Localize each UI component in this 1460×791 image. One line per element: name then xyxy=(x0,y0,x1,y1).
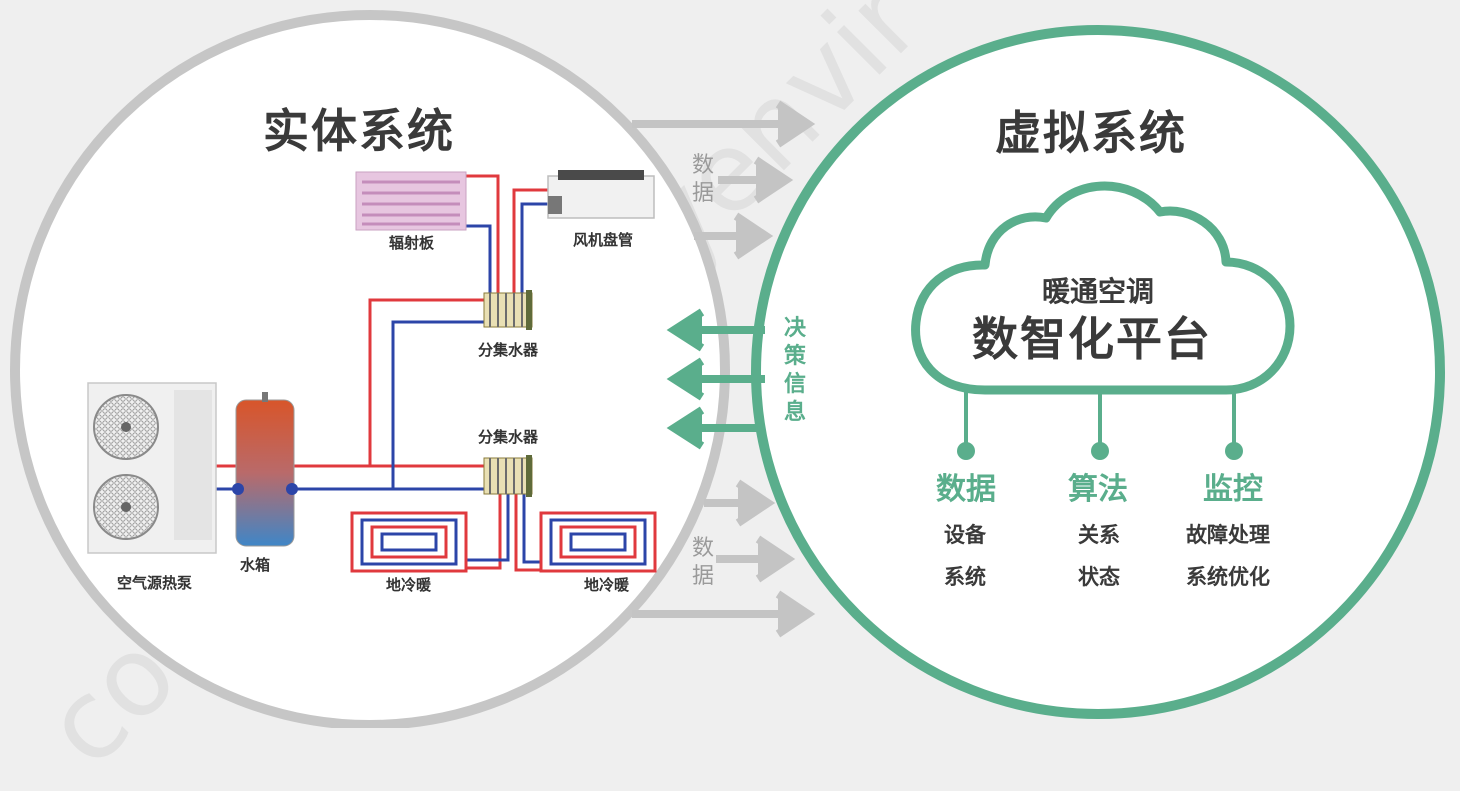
cloud-connectors xyxy=(964,392,1236,446)
floor-heating-label-1: 地冷暖 xyxy=(386,576,432,594)
arrow-right-icon xyxy=(704,479,776,527)
category-algorithm: 算法 xyxy=(1068,472,1128,507)
cloud-main-title: 数智化平台 xyxy=(972,312,1212,366)
arrow-right-icon xyxy=(718,156,794,204)
system-diagram: cosyenvir cosyenvir cosyenvir xyxy=(10,0,1445,791)
fan-coil-icon xyxy=(547,170,655,219)
category-monitoring: 监控 xyxy=(1203,472,1263,507)
category-item: 状态 xyxy=(1078,565,1120,589)
fan-coil-label: 风机盘管 xyxy=(573,231,634,249)
floor-heating-icon xyxy=(539,511,657,573)
heat-pump-label: 空气源热泵 xyxy=(117,574,193,592)
radiant-panel-icon xyxy=(355,171,467,231)
data-flow-bottom-char: 据 xyxy=(692,564,715,589)
data-flow-top-char: 数 xyxy=(692,153,715,178)
cloud-subtitle: 暖通空调 xyxy=(1042,275,1155,308)
decision-info-char: 息 xyxy=(784,400,807,425)
data-flow-bottom-char: 数 xyxy=(692,536,715,561)
category-item: 系统优化 xyxy=(1186,565,1270,589)
decision-info-char: 决 xyxy=(784,316,807,341)
manifold-top-label: 分集水器 xyxy=(478,341,539,359)
category-item: 故障处理 xyxy=(1186,523,1270,547)
manifold-bottom-label: 分集水器 xyxy=(478,428,539,446)
arrow-right-icon xyxy=(694,212,774,260)
decision-info-char: 策 xyxy=(784,344,807,369)
cloud-icon xyxy=(911,181,1295,395)
virtual-system-title: 虚拟系统 xyxy=(995,106,1187,160)
radiant-panel-label: 辐射板 xyxy=(389,234,435,252)
data-flow-top-char: 据 xyxy=(692,181,715,206)
diagram-canvas xyxy=(10,10,1445,728)
category-item: 系统 xyxy=(944,565,986,589)
heat-pump-icon xyxy=(87,382,217,554)
water-tank-label: 水箱 xyxy=(240,556,271,574)
arrow-right-icon xyxy=(632,100,816,148)
connector-dot xyxy=(1091,442,1109,460)
arrow-left-icon xyxy=(666,357,765,401)
arrow-left-icon xyxy=(666,406,765,450)
arrow-right-icon xyxy=(632,590,816,638)
category-item: 关系 xyxy=(1078,523,1120,547)
physical-system-title: 实体系统 xyxy=(263,104,455,158)
connector-dot xyxy=(1225,442,1243,460)
connector-dot xyxy=(957,442,975,460)
category-item: 设备 xyxy=(944,523,986,547)
arrow-right-icon xyxy=(716,535,796,583)
floor-heating-label-2: 地冷暖 xyxy=(584,576,630,594)
decision-info-char: 信 xyxy=(784,372,807,397)
floor-heating-icon xyxy=(350,511,468,573)
manifold-icon xyxy=(483,290,533,330)
water-tank-icon xyxy=(232,392,298,547)
category-data: 数据 xyxy=(936,472,996,507)
manifold-icon xyxy=(483,455,533,497)
arrow-left-icon xyxy=(666,308,765,352)
